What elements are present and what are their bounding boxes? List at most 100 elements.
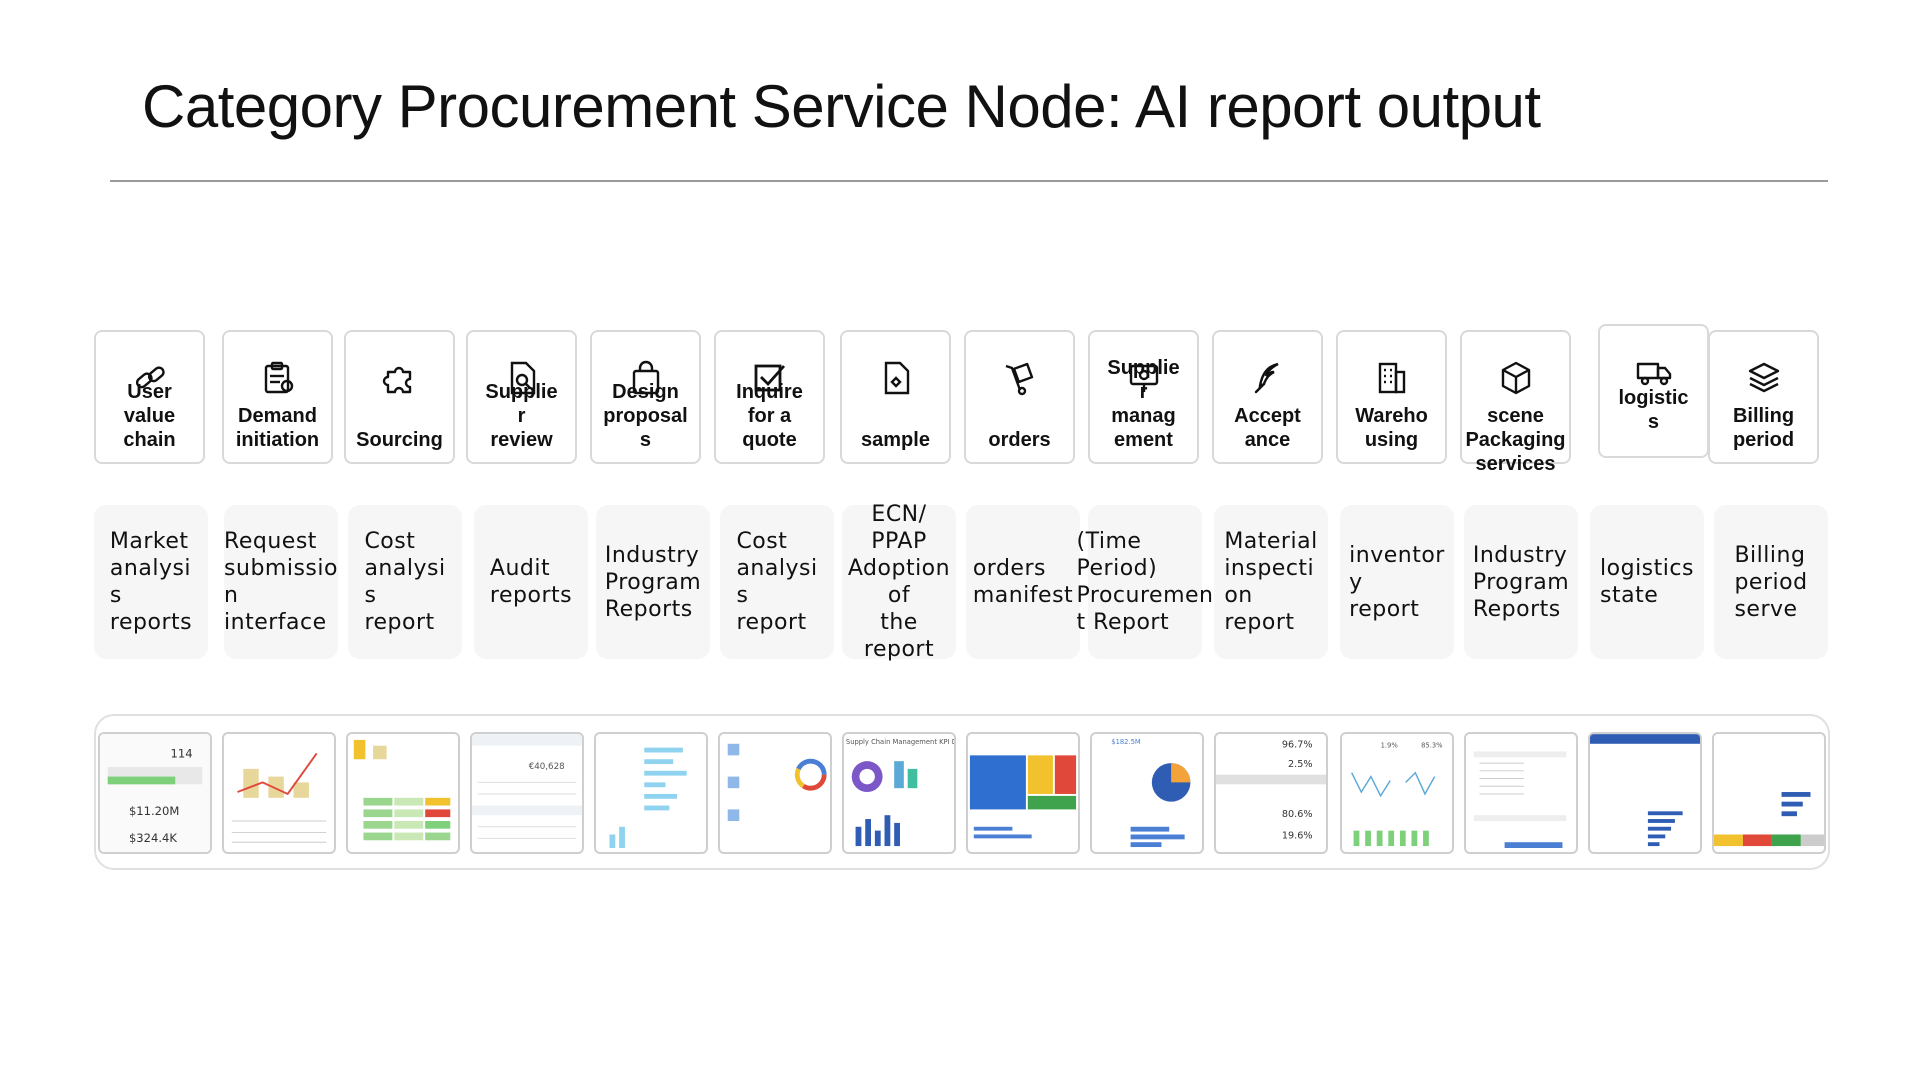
report-row: Market analysi s reports Request submiss… [94,502,1834,662]
report-card[interactable]: Industry Program Reports [1464,505,1578,659]
stage-label: Wareho using [1355,405,1428,451]
thumb-value: 85.3% [1421,742,1443,750]
stage-label: scene Packaging services [1465,405,1566,475]
report-label: ECN/ PPAP Adoption of the report [847,502,951,662]
report-label: Billing period serve [1734,542,1808,622]
stage-label: logistic s [1618,387,1689,433]
layers-icon [1744,358,1784,398]
stage-card-inquire-quote[interactable]: Inquire for a quote [714,330,825,464]
stage-label: sample [861,429,930,451]
thumb-value: 1.9% [1381,742,1399,750]
document-search-icon [502,358,542,398]
link-icon [130,358,170,398]
stage-label: Supplie r review [485,381,558,451]
report-card[interactable]: (Time Period) Procuremen t Report [1077,505,1213,659]
thumb-value: $182.5M [1111,738,1141,746]
report-thumbnail[interactable] [966,732,1080,854]
report-thumbnail[interactable]: Supply Chain Management KPI D [842,732,956,854]
stage-label: Inquire for a quote [736,381,803,451]
stage-label: Demand initiation [235,405,320,451]
shopping-bag-icon [626,358,666,398]
report-thumbnail[interactable]: 96.7% 2.5% 80.6% 19.6% [1214,732,1328,854]
stage-label: Design proposal s [603,381,688,451]
stage-card-acceptance[interactable]: Accept ance [1212,330,1323,464]
page-title: Category Procurement Service Node: AI re… [142,73,1541,140]
report-card[interactable]: Request submissio n interface [224,505,338,659]
report-card[interactable]: Market analysi s reports [94,505,208,659]
report-label: inventor y report [1349,542,1445,622]
report-label: Cost analysi s report [736,529,818,635]
report-thumbnail[interactable] [346,732,460,854]
title-divider [110,180,1828,182]
box-icon [1496,358,1536,398]
report-thumbnail[interactable]: $182.5M [1090,732,1204,854]
report-label: logistics state [1600,556,1694,608]
stage-row: User value chain Demand initiation Sourc… [94,324,1824,475]
report-card[interactable]: Industry Program Reports [596,505,710,659]
report-label: orders manifest [972,556,1074,608]
stage-card-warehousing[interactable]: Wareho using [1336,330,1447,464]
thumbnail-strip: 114 $11.20M $324.4K €40,628 [94,714,1830,870]
stage-label: Billing period [1732,405,1795,451]
stage-card-user-value-chain[interactable]: User value chain [94,330,205,464]
stage-label: Sourcing [356,429,443,451]
stage-card-supplier-management[interactable]: Supplie r manag ement [1088,330,1199,464]
report-thumbnail[interactable] [1588,732,1702,854]
report-thumbnail[interactable] [718,732,832,854]
report-thumbnail[interactable] [222,732,336,854]
report-card[interactable]: ECN/ PPAP Adoption of the report [842,502,956,662]
stage-label: Supplie r manag ement [1107,357,1180,451]
presentation-icon [1124,358,1164,398]
thumb-kpi-value: $324.4K [129,831,177,845]
quill-icon [1248,358,1288,398]
truck-icon [1634,352,1674,392]
stage-card-billing-period[interactable]: Billing period [1708,330,1819,464]
thumb-kpi-value: 114 [171,746,193,760]
thumb-value: 80.6% [1282,809,1313,820]
stage-card-demand-initiation[interactable]: Demand initiation [222,330,333,464]
report-label: (Time Period) Procuremen t Report [1076,529,1214,635]
report-card[interactable]: Cost analysi s report [720,505,834,659]
thumb-value: 2.5% [1288,759,1312,770]
report-thumbnail[interactable]: 114 $11.20M $324.4K [98,732,212,854]
stage-card-sample[interactable]: sample [840,330,951,464]
checkbox-icon [750,358,790,398]
clipboard-icon [258,358,298,398]
report-card[interactable]: Billing period serve [1714,505,1828,659]
report-thumbnail[interactable]: €40,628 [470,732,584,854]
report-label: Audit reports [489,556,573,608]
report-label: Market analysi s reports [109,529,193,635]
thumb-value: €40,628 [529,762,565,772]
thumb-title: Supply Chain Management KPI D [846,738,954,746]
hand-truck-icon [1000,358,1040,398]
report-card[interactable]: logistics state [1590,505,1704,659]
thumb-value: 19.6% [1282,830,1313,841]
report-card[interactable]: Audit reports [474,505,588,659]
report-card[interactable]: orders manifest [966,505,1080,659]
report-card[interactable]: Cost analysi s report [348,505,462,659]
report-label: Industry Program Reports [604,542,702,622]
file-icon [876,358,916,398]
report-thumbnail[interactable] [1712,732,1826,854]
stage-card-packaging-services[interactable]: scene Packaging services [1460,330,1571,475]
puzzle-icon [380,358,420,398]
report-card[interactable]: inventor y report [1340,505,1454,659]
stage-card-design-proposals[interactable]: Design proposal s [590,330,701,464]
stage-card-logistics[interactable]: logistic s [1598,324,1709,458]
stage-label: Accept ance [1234,405,1301,451]
report-thumbnail[interactable] [594,732,708,854]
report-label: Material inspecti on report [1224,529,1318,635]
thumb-kpi-value: $11.20M [129,804,179,818]
stage-card-sourcing[interactable]: Sourcing [344,330,455,464]
stage-label: User value chain [123,381,176,451]
report-thumbnail[interactable]: 1.9% 85.3% [1340,732,1454,854]
report-card[interactable]: Material inspecti on report [1214,505,1328,659]
stage-card-supplier-review[interactable]: Supplie r review [466,330,577,464]
report-label: Request submissio n interface [224,529,338,635]
stage-label: orders [988,429,1051,451]
report-thumbnail[interactable] [1464,732,1578,854]
report-label: Cost analysi s report [364,529,446,635]
thumb-value: 96.7% [1282,740,1313,751]
building-icon [1372,358,1412,398]
stage-card-orders[interactable]: orders [964,330,1075,464]
